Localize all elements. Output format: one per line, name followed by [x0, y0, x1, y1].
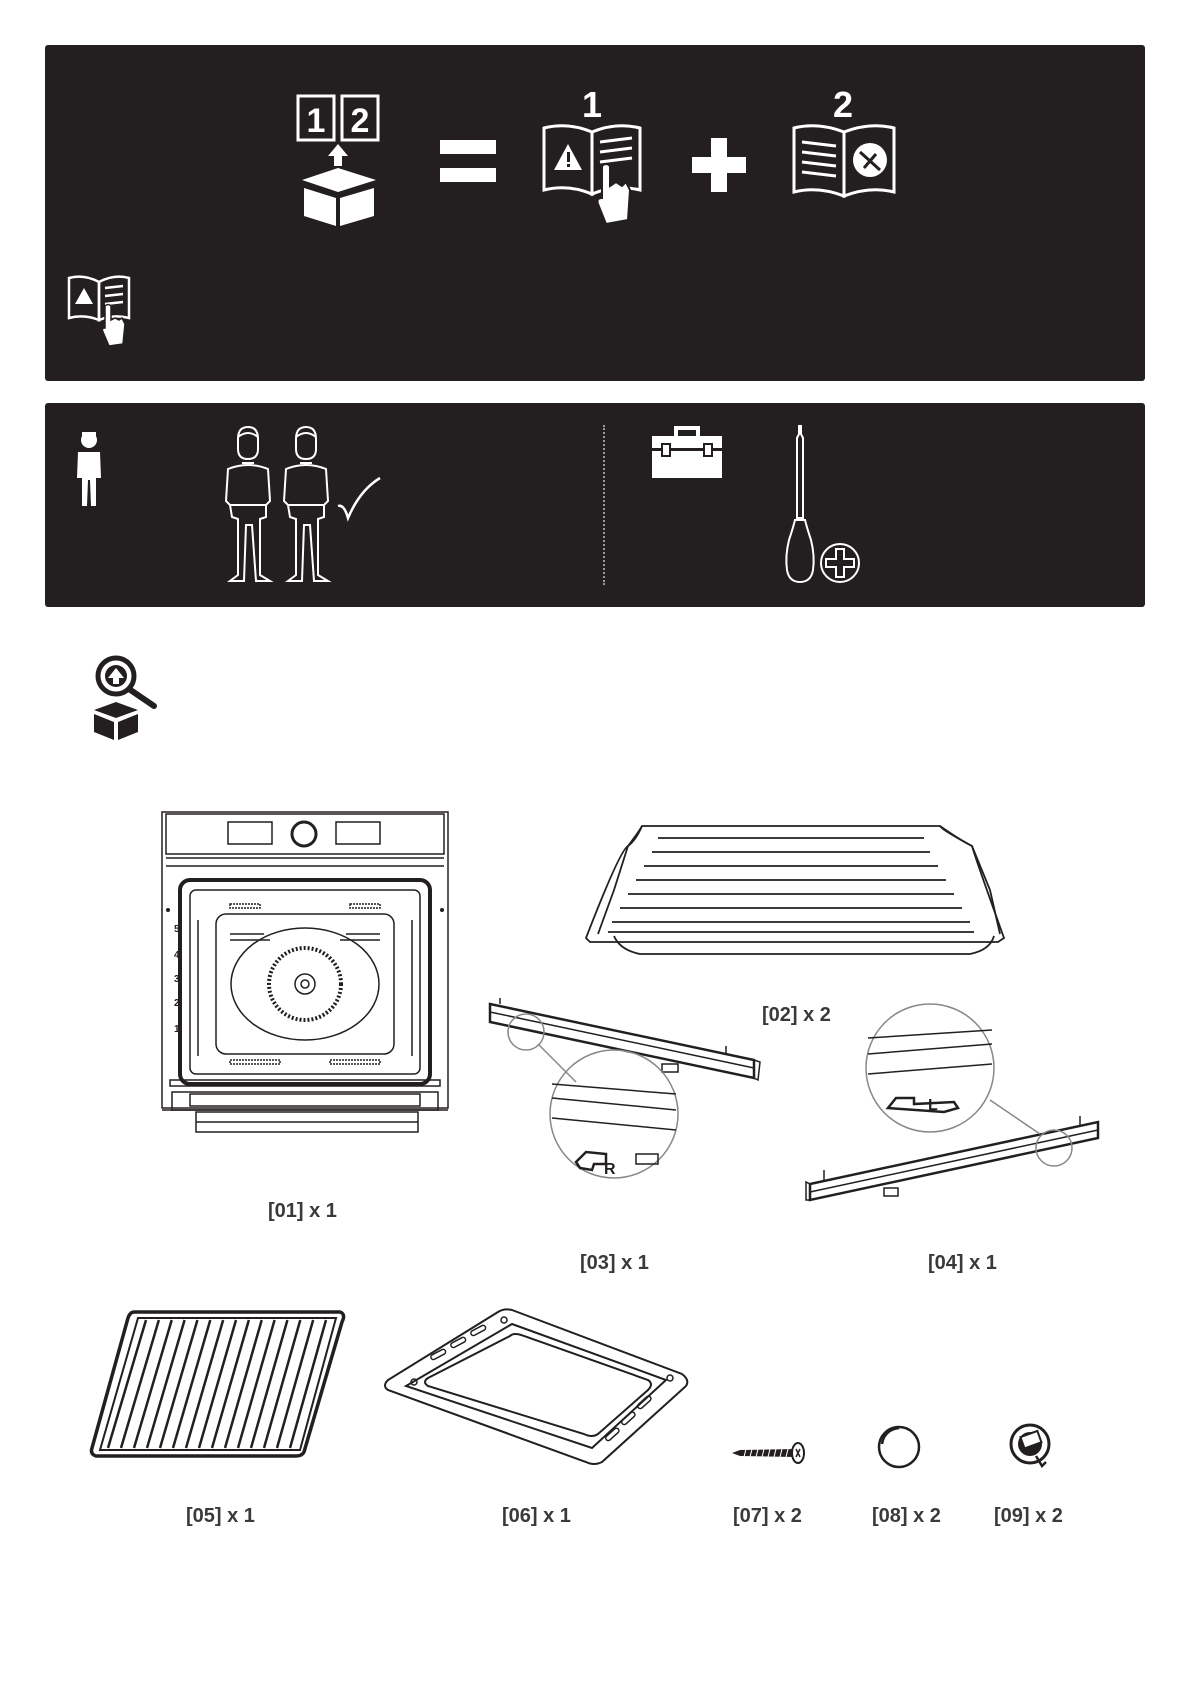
part-label-07: [07] x 2	[733, 1505, 802, 1528]
requirements-panel	[45, 403, 1145, 607]
wire-rack-icon	[90, 1308, 346, 1460]
deep-tray-icon	[580, 820, 1030, 962]
rail-mark-l: L	[928, 1097, 938, 1114]
screw-icon	[730, 1440, 810, 1466]
left-rail-icon: L	[804, 1004, 1104, 1218]
single-person-icon	[74, 430, 104, 508]
svg-text:3: 3	[174, 974, 180, 985]
toolbox-icon	[650, 424, 724, 480]
read-manual-icon	[67, 272, 135, 348]
svg-text:4: 4	[174, 950, 180, 961]
part-label-04: [04] x 1	[928, 1252, 997, 1275]
box-inspect-icon	[88, 654, 160, 740]
svg-text:2: 2	[174, 998, 180, 1009]
installation-manual-icon	[792, 120, 896, 200]
part-label-05: [05] x 1	[186, 1505, 255, 1528]
right-rail-icon: R	[486, 994, 766, 1208]
part-label-09: [09] x 2	[994, 1505, 1063, 1528]
phillips-head-icon	[819, 542, 861, 584]
part-label-03: [03] x 1	[580, 1252, 649, 1275]
checkmark-icon	[336, 476, 382, 524]
svg-text:5: 5	[174, 924, 180, 935]
plus-icon	[692, 138, 746, 192]
screwdriver-icon	[785, 424, 821, 586]
svg-text:1: 1	[174, 1024, 180, 1035]
oven-icon: 5 4 3 2 1	[160, 810, 452, 1160]
svg-text:2: 2	[351, 102, 370, 140]
equals-icon	[440, 140, 496, 184]
panel-divider	[603, 425, 605, 585]
part-label-08: [08] x 2	[872, 1505, 941, 1528]
part-label-01: [01] x 1	[268, 1200, 337, 1223]
two-persons-icon	[218, 425, 338, 585]
bracket-clip-icon	[1008, 1422, 1054, 1468]
cap-icon	[876, 1424, 922, 1470]
safety-manual-icon	[540, 120, 650, 230]
part-label-06: [06] x 1	[502, 1505, 571, 1528]
svg-text:1: 1	[307, 102, 326, 140]
rail-mark-r: R	[604, 1161, 616, 1178]
manuals-in-box-icon: 1 2	[292, 92, 392, 227]
baking-tray-icon	[384, 1306, 692, 1468]
